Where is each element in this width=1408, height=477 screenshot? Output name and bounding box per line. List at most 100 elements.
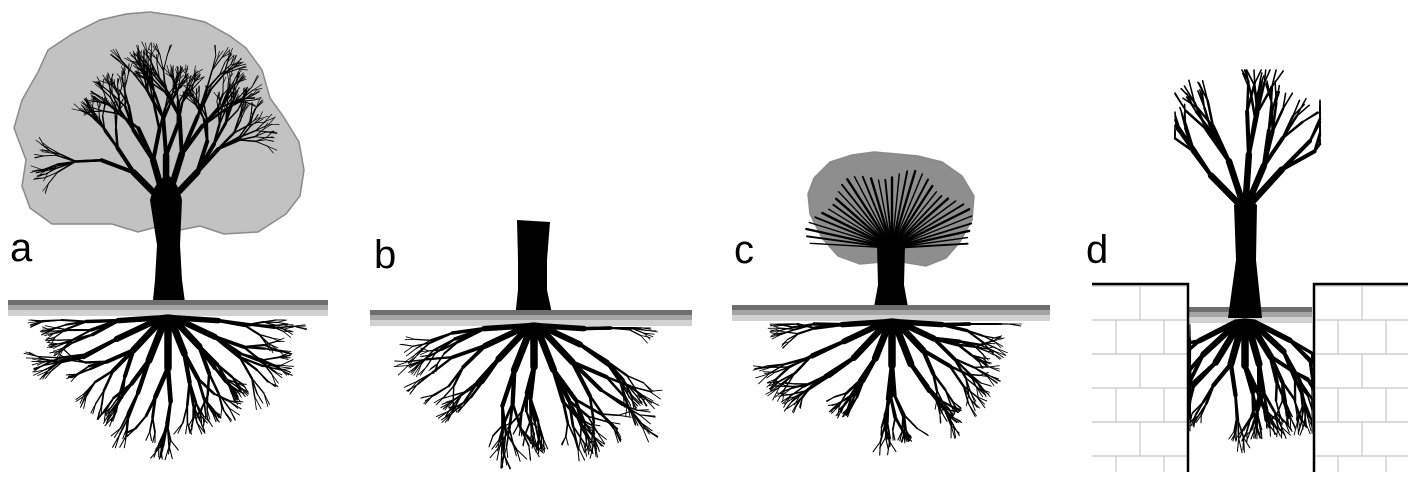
- root-branch: [168, 368, 171, 401]
- root-branch: [619, 412, 630, 416]
- root-branch: [566, 423, 568, 437]
- panel-d-confined-pit: d: [1080, 0, 1408, 477]
- root-branch: [881, 427, 882, 435]
- root-branch: [406, 337, 415, 340]
- root-branch: [26, 358, 41, 359]
- root-branch: [580, 345, 608, 362]
- root-branch: [1237, 438, 1238, 451]
- root-branch: [935, 402, 936, 409]
- root-branch: [218, 321, 244, 326]
- root-branch: [201, 416, 202, 426]
- root-branch: [1276, 382, 1277, 401]
- root-system: [753, 322, 1021, 455]
- root-branch: [1229, 432, 1234, 440]
- root-branch: [780, 328, 796, 329]
- root-branch: [650, 391, 661, 399]
- root-branch: [513, 403, 521, 428]
- panel-b-drawing: [360, 0, 700, 477]
- root-branch: [566, 436, 568, 445]
- root-branch: [150, 417, 153, 431]
- panel-c-regrowth-crown: c: [722, 0, 1062, 477]
- root-branch: [84, 339, 117, 357]
- root-branch: [584, 328, 609, 329]
- root-branch: [902, 416, 903, 431]
- root-branch: [880, 442, 881, 456]
- root-branch: [637, 410, 648, 411]
- root-branch: [629, 329, 641, 335]
- trunk: [515, 220, 553, 318]
- root-branch: [169, 446, 172, 458]
- root-branch: [513, 370, 515, 403]
- crown-branch: [115, 116, 116, 129]
- panel-d-drawing: [1080, 0, 1408, 477]
- root-branch: [420, 367, 426, 376]
- root-branch: [281, 365, 294, 366]
- panel-b-felled-trunk: b: [360, 0, 700, 477]
- root-branch: [873, 442, 880, 452]
- root-branch: [974, 367, 989, 375]
- root-branch: [981, 383, 990, 386]
- root-branch: [917, 428, 928, 435]
- right-brick-wall: [1314, 286, 1408, 472]
- root-branch: [171, 440, 179, 450]
- root-branch: [420, 350, 434, 364]
- root-branch: [283, 331, 291, 337]
- crown-branch: [76, 160, 102, 161]
- crown-branch: [180, 117, 182, 154]
- panel-label: c: [734, 230, 754, 270]
- root-branch: [1270, 426, 1271, 436]
- crown-branch: [1193, 151, 1212, 176]
- crown-branch: [1212, 133, 1229, 162]
- root-branch: [136, 416, 146, 429]
- root-branch: [62, 320, 87, 322]
- root-branch: [394, 366, 408, 367]
- root-system: [1190, 322, 1312, 453]
- root-branch: [525, 420, 531, 436]
- root-branch: [763, 372, 775, 373]
- root-branch: [146, 432, 150, 441]
- root-system: [394, 326, 662, 469]
- panel-c-drawing: [722, 0, 1062, 477]
- root-branch: [168, 401, 171, 426]
- root-branch: [187, 382, 189, 405]
- root-branch: [150, 432, 152, 441]
- root-branch: [892, 366, 894, 395]
- left-brick-wall: [1092, 286, 1188, 472]
- root-branch: [893, 416, 896, 430]
- root-branch: [798, 328, 815, 334]
- root-branch: [398, 366, 408, 376]
- root-branch: [64, 350, 71, 357]
- root-branch: [224, 411, 231, 422]
- root-branch: [942, 324, 969, 325]
- root-branch: [43, 320, 62, 321]
- root-branch: [244, 345, 264, 347]
- panel-label: b: [374, 235, 396, 275]
- root-branch: [263, 365, 281, 366]
- panel-label: d: [1086, 230, 1108, 270]
- root-branch: [911, 364, 929, 391]
- root-branch: [85, 382, 95, 395]
- panel-a-full-tree: a: [0, 0, 340, 477]
- root-branch: [177, 318, 218, 321]
- crown-branch: [116, 129, 118, 148]
- panel-label: a: [10, 228, 32, 268]
- root-branch: [543, 326, 584, 329]
- root-branch: [787, 332, 799, 333]
- root-branch: [128, 393, 138, 414]
- root-branch: [416, 339, 431, 340]
- ground: [8, 300, 328, 316]
- root-branch: [759, 367, 772, 368]
- root-branch: [826, 358, 854, 376]
- crown-branch: [1302, 112, 1317, 122]
- root-branch: [395, 361, 409, 362]
- root-branch: [989, 366, 1000, 367]
- root-branch: [208, 373, 209, 395]
- panel-a-drawing: [0, 0, 340, 477]
- root-branch: [45, 340, 57, 341]
- root-branch: [619, 415, 632, 417]
- root-branch: [645, 399, 654, 409]
- root-branch: [186, 422, 188, 434]
- crown-branches: [1175, 70, 1320, 210]
- crown-branch: [1254, 70, 1255, 83]
- trunk: [150, 175, 186, 310]
